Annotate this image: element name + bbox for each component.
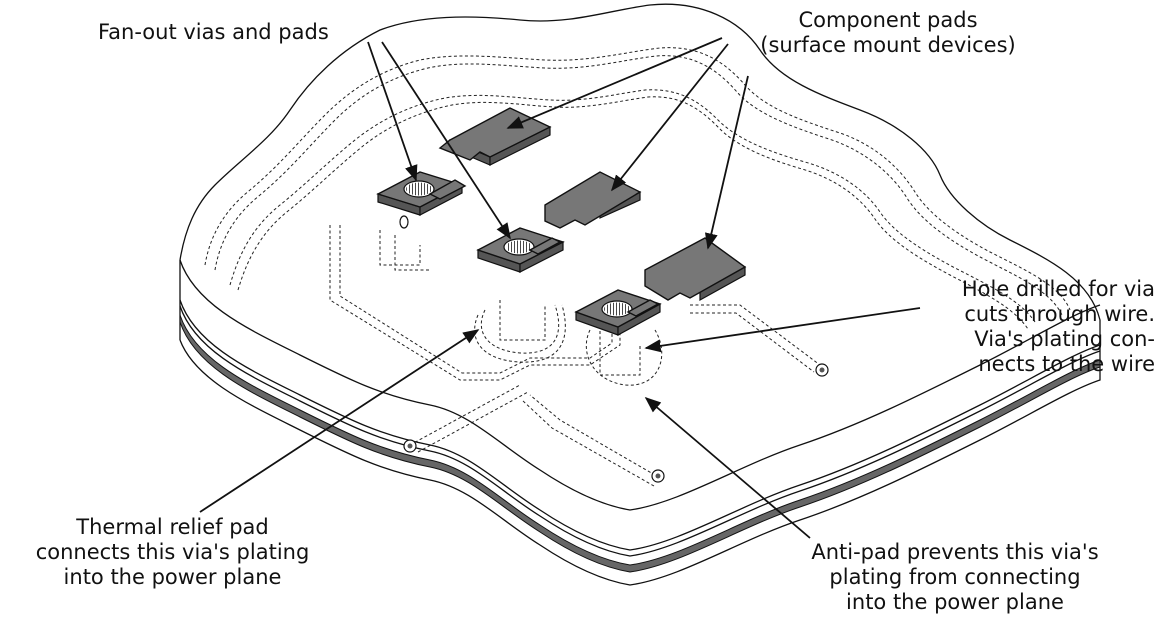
board-body — [179, 3, 1101, 586]
arrow-fanout-2 — [381, 41, 511, 240]
label-hole-line4: nects to the wire — [978, 352, 1155, 376]
arrow-component-1 — [506, 37, 723, 129]
inner-layer-outlines — [204, 47, 1071, 330]
label-thermal-line3: into the power plane — [63, 565, 282, 589]
label-antipad-line2: plating from connecting — [829, 565, 1081, 589]
label-anti-pad: Anti-pad prevents this via's plating fro… — [790, 540, 1120, 615]
fanout-pad-2 — [476, 227, 565, 273]
arrow-fanout-1 — [367, 41, 418, 182]
label-fanout: Fan-out vias and pads — [98, 20, 329, 45]
label-hole-line1: Hole drilled for via — [961, 277, 1155, 301]
label-hole-drilled: Hole drilled for via cuts through wire. … — [900, 277, 1155, 377]
label-antipad-line1: Anti-pad prevents this via's — [811, 540, 1099, 564]
label-component-line2: (surface mount devices) — [760, 33, 1016, 57]
arrow-thermal — [199, 329, 480, 513]
pad-connectors — [428, 179, 660, 317]
label-thermal-line1: Thermal relief pad — [76, 515, 269, 539]
component-pad-3 — [644, 237, 747, 302]
label-thermal-relief: Thermal relief pad connects this via's p… — [20, 515, 325, 590]
label-antipad-line3: into the power plane — [846, 590, 1064, 614]
label-thermal-line2: connects this via's plating — [35, 540, 310, 564]
label-component-line1: Component pads — [798, 8, 978, 32]
traces — [329, 225, 821, 487]
label-component-pads: Component pads (surface mount devices) — [738, 8, 1038, 58]
component-pad-2 — [544, 171, 642, 229]
arrow-component-3 — [704, 75, 749, 250]
arrow-component-2 — [610, 43, 729, 192]
label-fanout-line1: Fan-out vias and pads — [98, 20, 329, 44]
arrow-antipad — [644, 396, 811, 539]
label-hole-line2: cuts through wire. — [964, 302, 1155, 326]
arrow-hole — [644, 307, 921, 353]
leader-arrows — [199, 37, 921, 539]
label-hole-line3: Via's plating con- — [974, 327, 1155, 351]
fanout-pad-3 — [574, 289, 662, 337]
edge-vias — [399, 215, 829, 483]
